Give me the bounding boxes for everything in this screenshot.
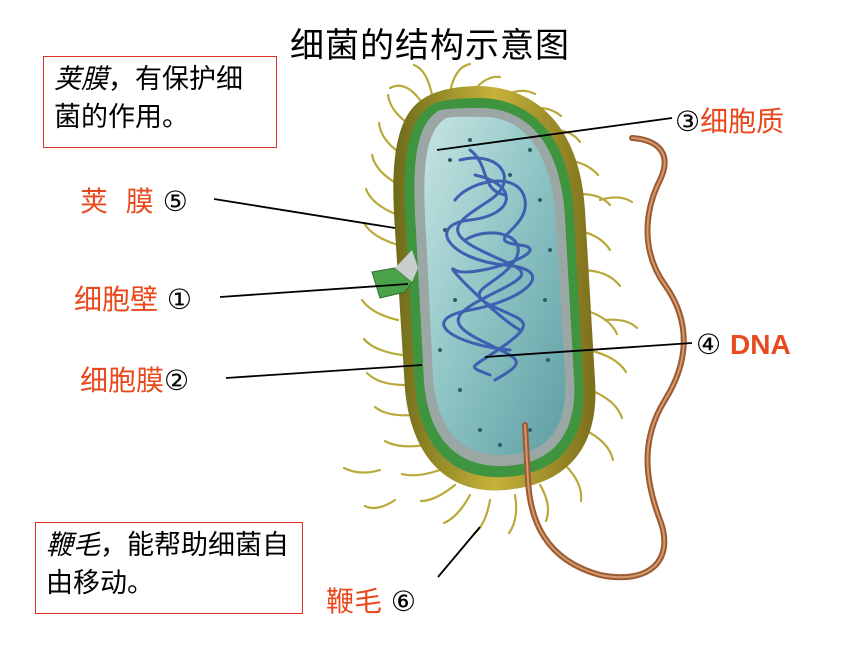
leader-cell-wall bbox=[219, 283, 409, 298]
note-flagellum-text: 能帮助细菌自由移动。 bbox=[46, 530, 289, 599]
label-cell-wall: 细胞壁 ① bbox=[74, 283, 193, 316]
label-dna: ④ DNA bbox=[696, 328, 791, 361]
note-capsule: 荚膜，有保护细菌的作用。 bbox=[43, 56, 277, 148]
leader-cell-membrane bbox=[225, 364, 423, 379]
label-flagellum: 鞭毛 ⑥ bbox=[326, 585, 417, 618]
label-cytoplasm: ③细胞质 bbox=[675, 105, 785, 138]
note-flagellum: 鞭毛，能帮助细菌自由移动。 bbox=[35, 522, 303, 614]
leader-lines bbox=[213, 117, 693, 578]
leader-dna bbox=[484, 342, 693, 358]
label-cell-membrane: 细胞膜② bbox=[80, 364, 190, 397]
wall-cutaway bbox=[371, 267, 413, 299]
label-capsule: 荚 膜 ⑤ bbox=[80, 185, 188, 218]
note-flagellum-term: 鞭毛 bbox=[46, 530, 100, 561]
diagram-title: 细菌的结构示意图 bbox=[290, 26, 570, 66]
leader-flagellum bbox=[437, 526, 481, 578]
ribosomes bbox=[438, 138, 552, 447]
leader-cytoplasm bbox=[436, 117, 673, 151]
cytoplasm-region bbox=[424, 116, 566, 456]
note-capsule-text: 有保护细菌的作用。 bbox=[54, 64, 243, 133]
note-capsule-term: 荚膜 bbox=[54, 64, 108, 95]
leader-capsule bbox=[213, 198, 396, 229]
